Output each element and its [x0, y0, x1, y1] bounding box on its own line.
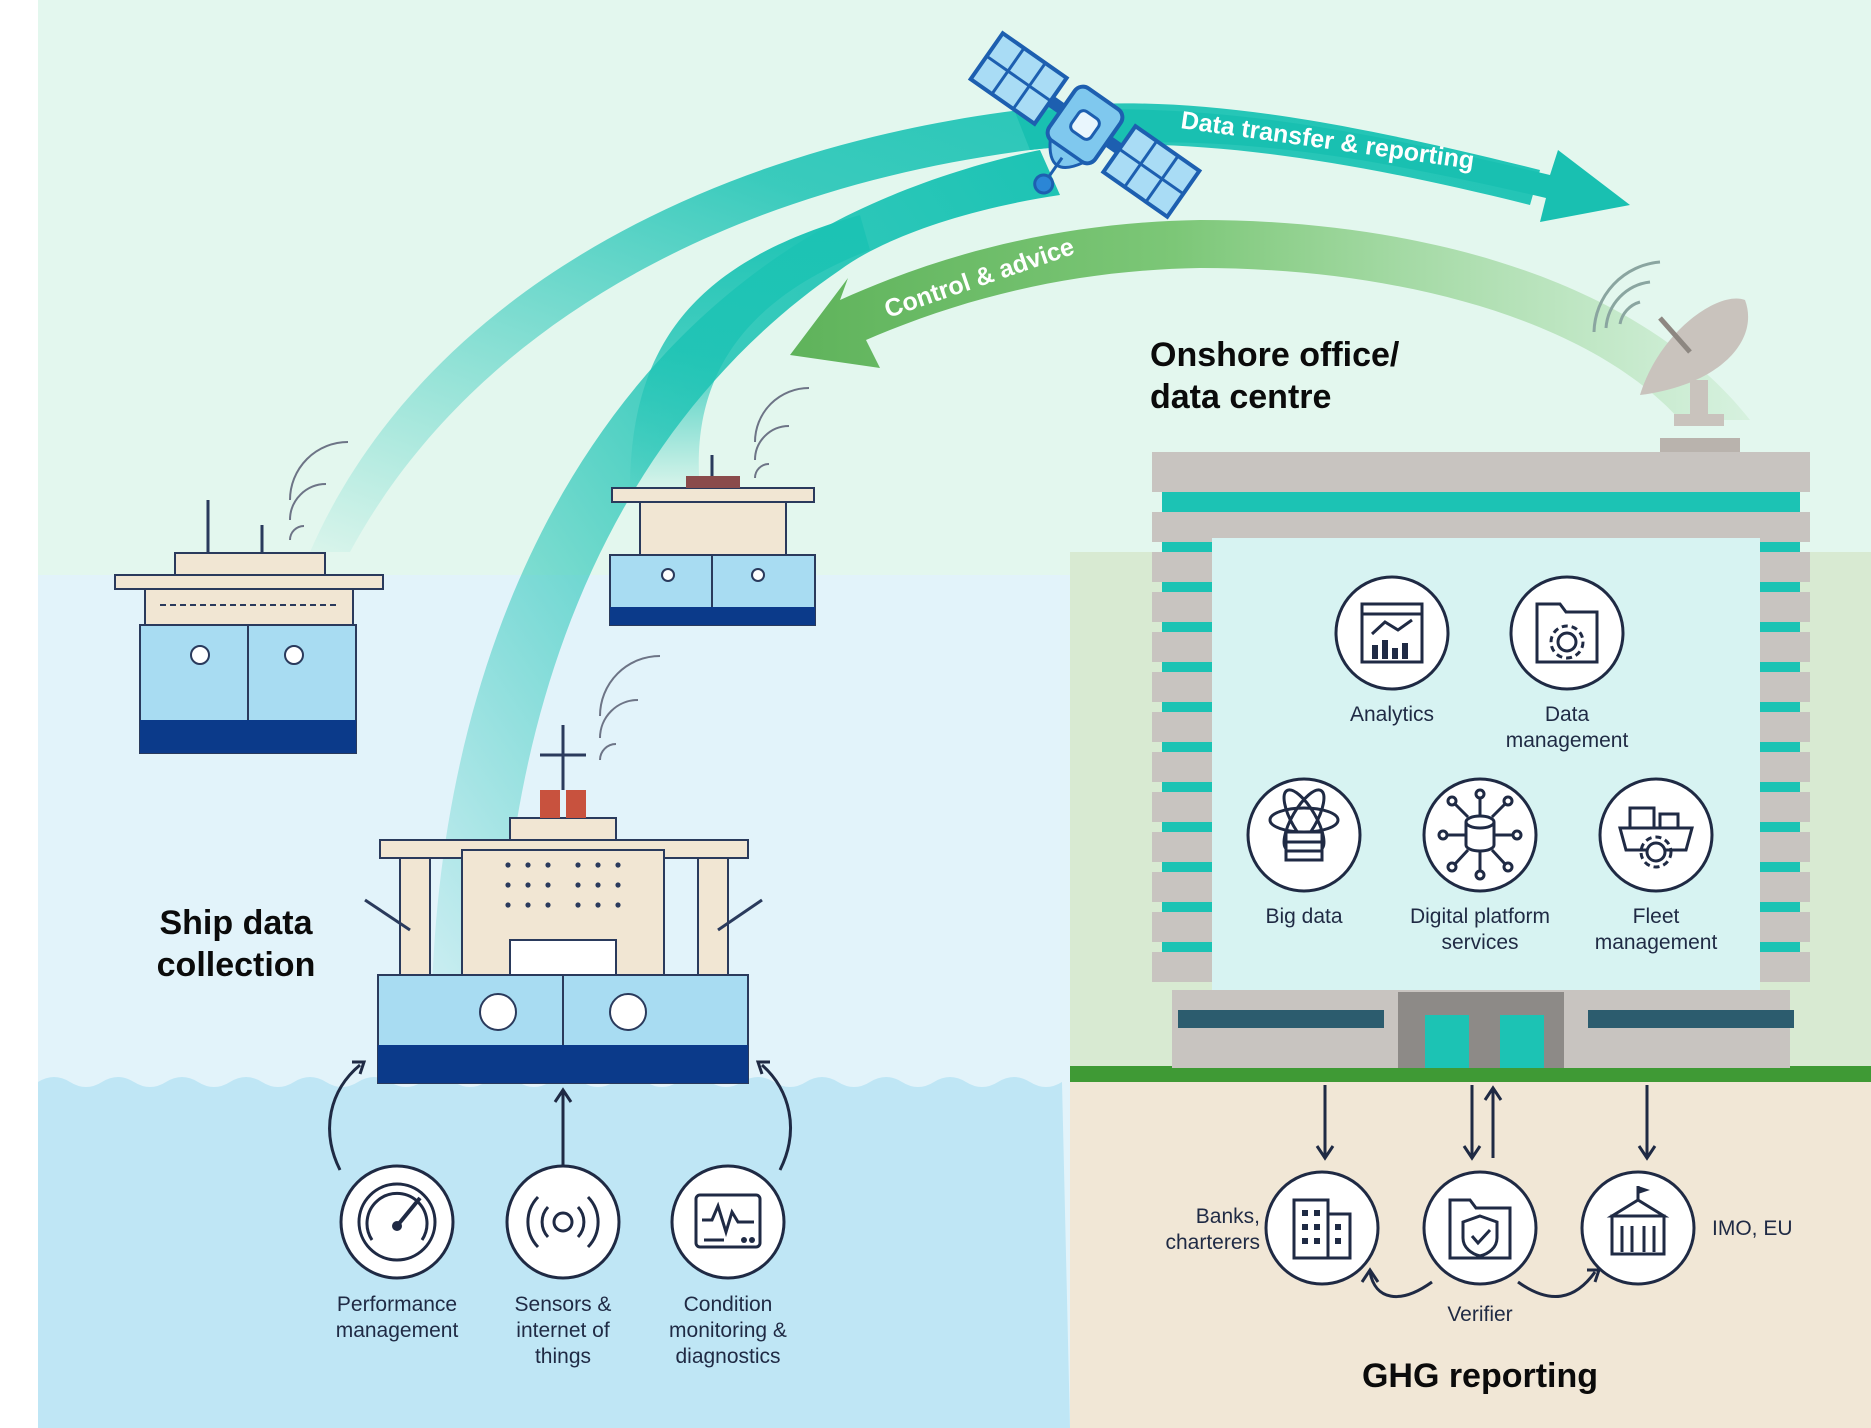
fleet-gear-icon	[1598, 777, 1714, 893]
ghg-connectors	[1315, 1085, 1657, 1298]
digital-platform-label: Digital platform services	[1409, 905, 1551, 954]
ship-function-connectors	[328, 1060, 792, 1171]
monitor-icon	[670, 1164, 786, 1280]
performance-management-label: Performance management	[335, 1293, 459, 1342]
office-service-icons	[1246, 575, 1714, 893]
signal-icon	[505, 1164, 621, 1280]
ghg-party-icons	[1264, 1170, 1696, 1286]
ship-left	[114, 441, 384, 754]
data-transfer-arrow	[1015, 109, 1630, 222]
satellite-icon	[967, 30, 1203, 220]
control-advice-arrow	[790, 220, 1750, 420]
satellite-dish-icon	[1592, 260, 1749, 452]
folder-gear-icon	[1509, 575, 1625, 691]
office-building	[1152, 452, 1810, 1068]
ship-data-collection-heading: Ship data collection	[156, 904, 316, 984]
ship-main	[364, 655, 763, 1084]
gauge-icon	[339, 1164, 455, 1280]
ghg-reporting-heading: GHG reporting	[1361, 1357, 1599, 1395]
onshore-office-heading: Onshore office/ data centre	[1150, 336, 1400, 416]
data-management-label: Data management	[1505, 703, 1629, 752]
analytics-icon	[1334, 575, 1450, 691]
ship-middle	[609, 387, 816, 626]
network-icon	[1422, 777, 1538, 893]
grass	[1070, 1066, 1871, 1082]
imo-eu-label: IMO, EU	[1712, 1217, 1793, 1240]
sensors-iot-label: Sensors & internet of things	[514, 1293, 612, 1368]
big-data-icon	[1246, 777, 1362, 893]
institution-icon	[1580, 1170, 1696, 1286]
verifier-label: Verifier	[1447, 1303, 1513, 1326]
analytics-label: Analytics	[1349, 703, 1435, 726]
office-building-icon	[1264, 1170, 1380, 1286]
banks-charterers-label: Banks, charterers	[1165, 1205, 1260, 1254]
big-data-label: Big data	[1265, 905, 1343, 928]
uplink-arc-center-ship	[630, 215, 870, 490]
fleet-management-label: Fleet management	[1594, 905, 1718, 954]
condition-monitoring-label: Condition monitoring & diagnostics	[669, 1293, 787, 1368]
ship-function-icons	[339, 1164, 786, 1280]
verifier-shield-icon	[1422, 1170, 1538, 1286]
